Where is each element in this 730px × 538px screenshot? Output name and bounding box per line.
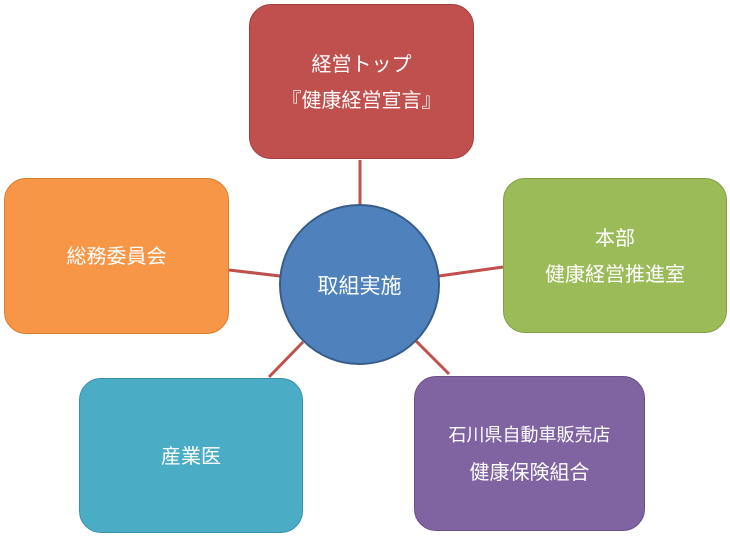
node-label-line: 健康経営推進室 xyxy=(545,261,685,286)
node-label-line: 健康保険組合 xyxy=(469,459,590,484)
connector-bottom-left xyxy=(267,340,305,379)
node-label-line: 『健康経営宣言』 xyxy=(281,87,442,112)
center-label: 取組実施 xyxy=(317,273,402,298)
node-management-top: 経営トップ 『健康経営宣言』 xyxy=(249,4,474,159)
node-health-insurance-association: 石川県自動車販売店 健康保険組合 xyxy=(414,376,645,531)
connector-bottom-right xyxy=(414,339,451,376)
node-label-line: 経営トップ xyxy=(311,51,412,76)
connector-left xyxy=(228,268,281,278)
node-label-line: 石川県自動車販売店 xyxy=(448,424,611,446)
node-label-line: 本部 xyxy=(595,225,635,250)
node-industrial-physician: 産業医 xyxy=(79,378,303,533)
connector-right xyxy=(438,265,504,278)
node-label-line: 総務委員会 xyxy=(66,244,167,268)
node-general-affairs-committee: 総務委員会 xyxy=(4,178,229,334)
node-label-line: 産業医 xyxy=(161,443,221,468)
center-node: 取組実施 xyxy=(279,204,440,365)
node-health-management-office: 本部 健康経営推進室 xyxy=(503,178,727,333)
